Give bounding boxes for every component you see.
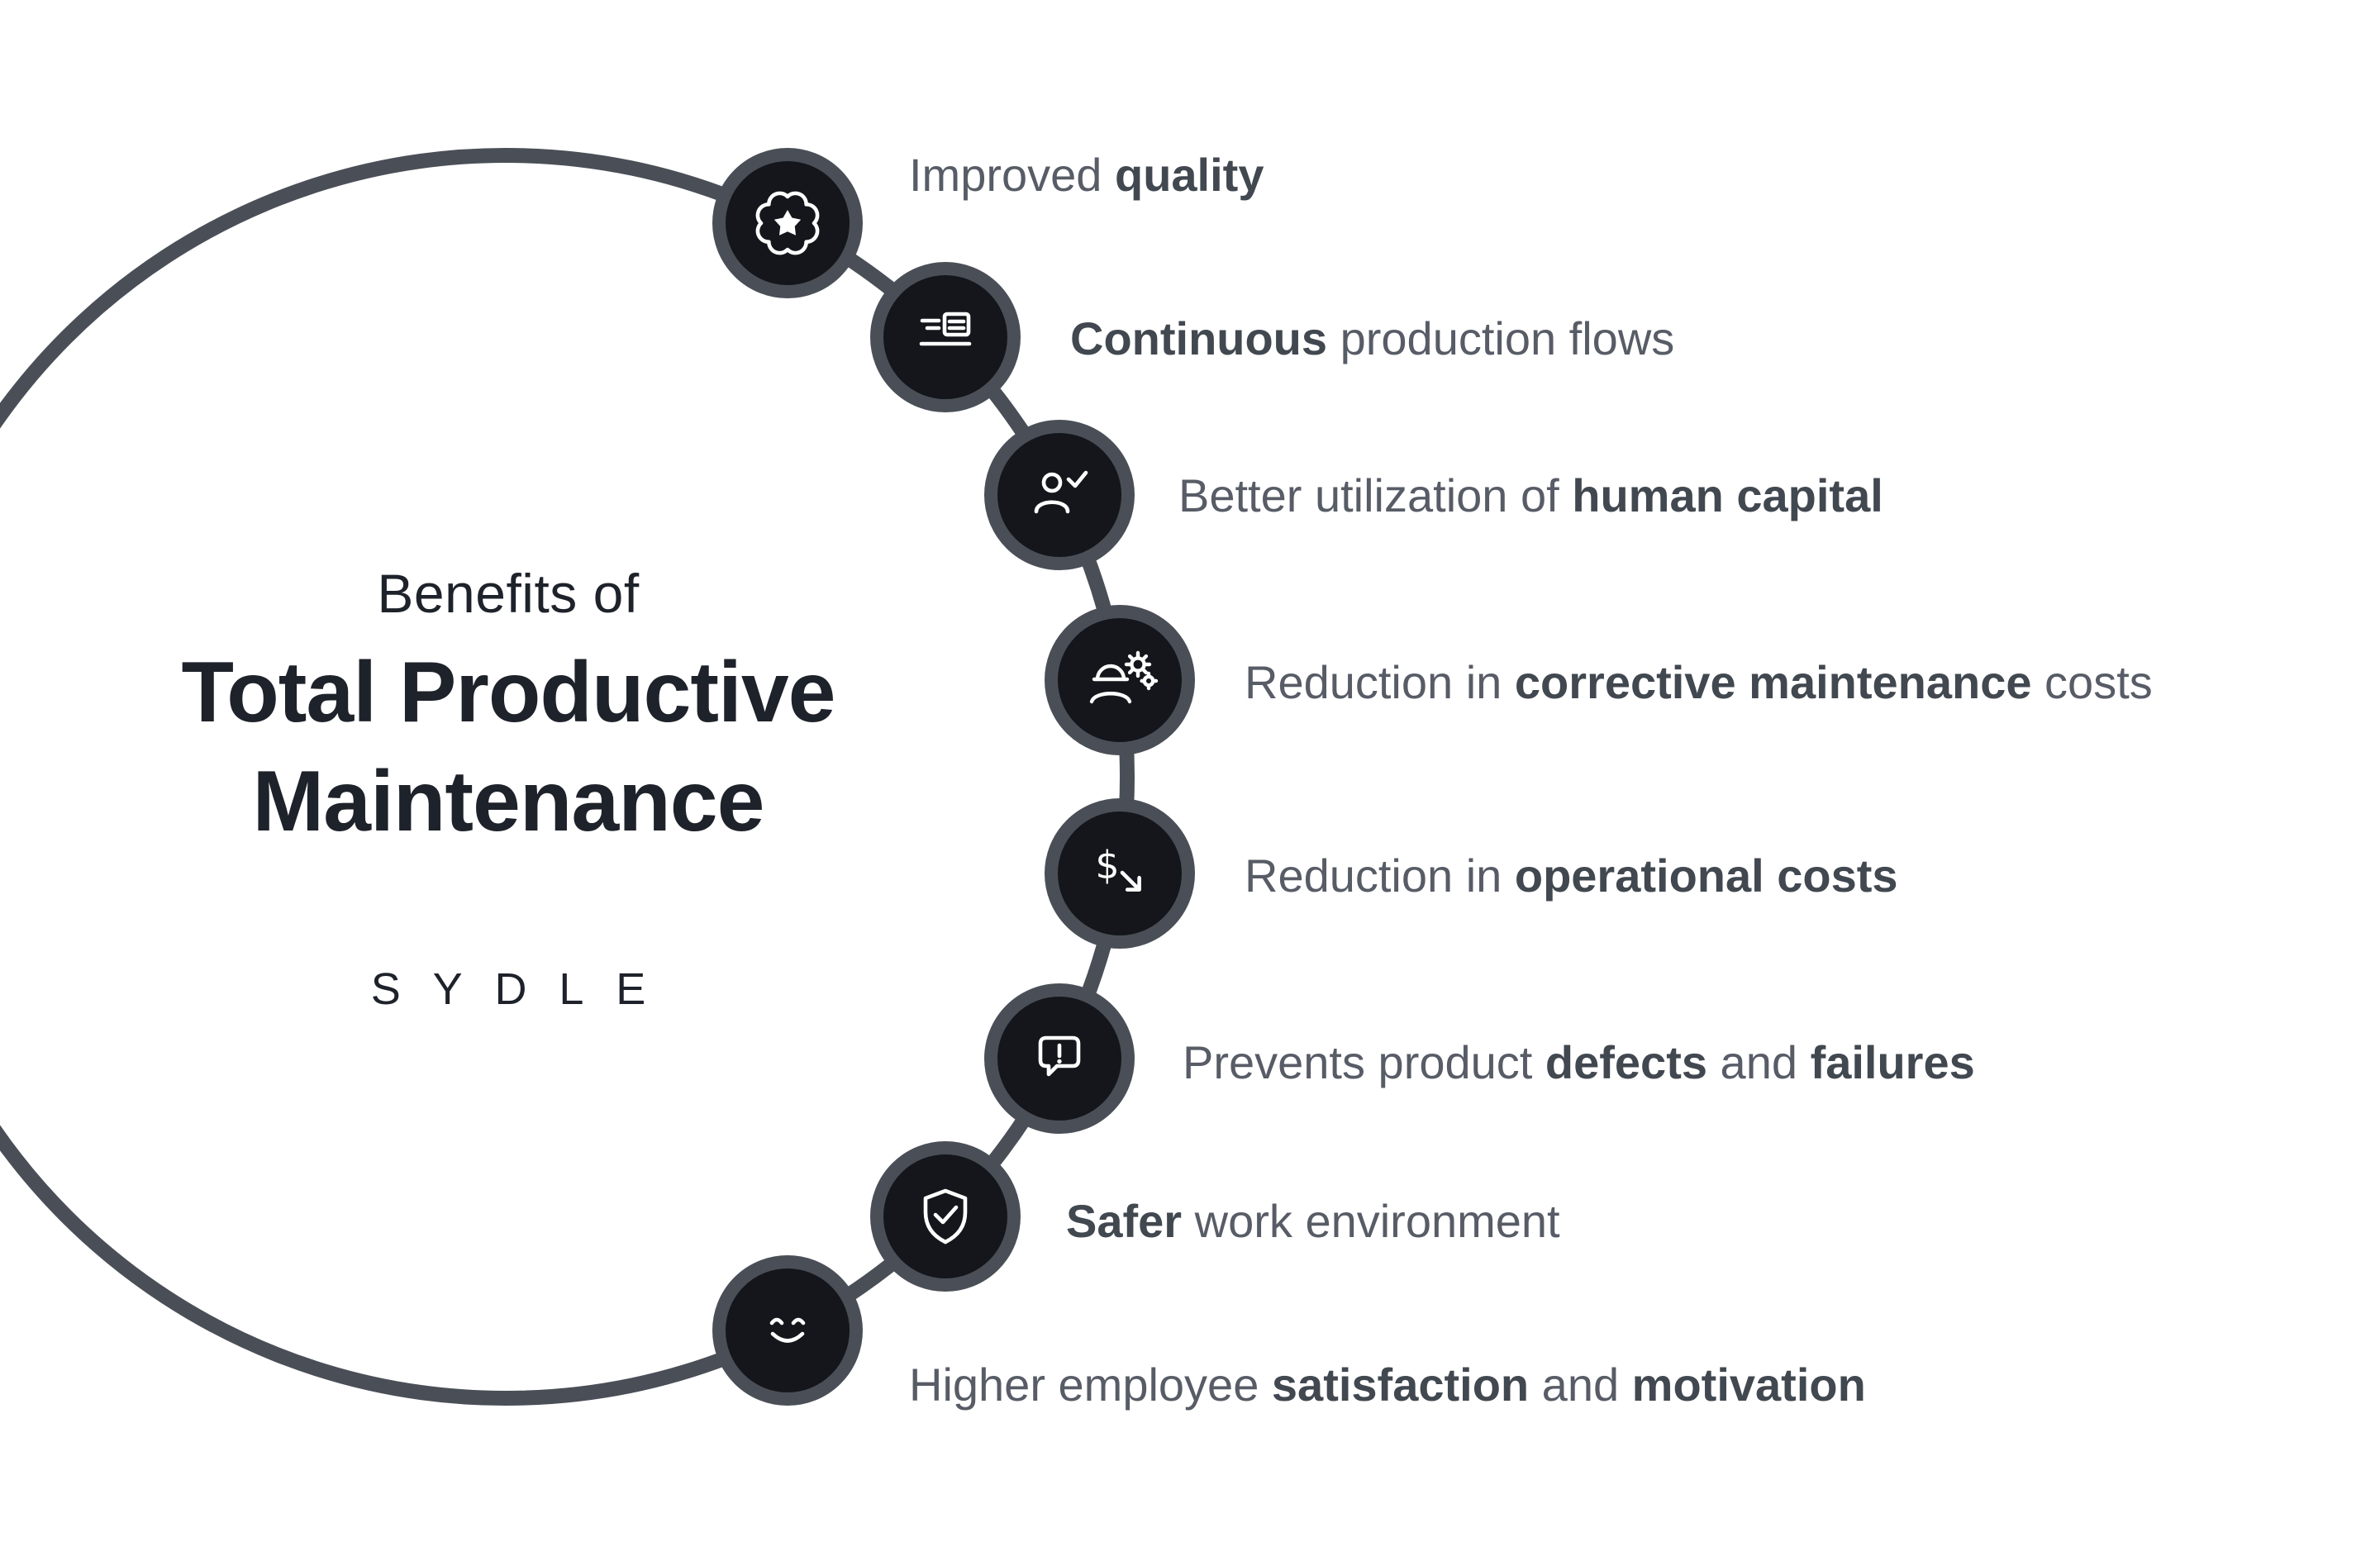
benefit-node-operational-costs: $	[1045, 798, 1195, 949]
label-segment-bold: corrective maintenance	[1514, 656, 2032, 708]
label-segment: and	[1529, 1359, 1632, 1411]
shield-check-icon	[923, 1188, 968, 1245]
alert-bubble-icon	[1038, 1035, 1081, 1077]
title-panel: Benefits of Total Productive Maintenance…	[50, 0, 967, 1542]
label-segment-bold: motivation	[1631, 1359, 1866, 1411]
quality-badge-icon	[755, 191, 820, 255]
label-segment-bold: defects	[1545, 1036, 1707, 1088]
benefit-node-human-capital	[984, 420, 1135, 570]
svg-text:$: $	[1095, 843, 1119, 888]
benefit-label-satisfaction: Higher employee satisfaction and motivat…	[909, 1352, 1866, 1418]
title-line-2: Maintenance	[252, 754, 765, 850]
sydle-logo: SYDLE	[370, 964, 678, 1014]
benefit-node-safety	[870, 1141, 1021, 1292]
label-segment-bold: operational costs	[1514, 850, 1898, 902]
label-segment: Reduction in	[1245, 656, 1515, 708]
label-segment: production flows	[1327, 312, 1675, 364]
label-segment: Improved	[909, 149, 1115, 201]
benefit-label-corrective-maintenance: Reduction in corrective maintenance cost…	[1245, 650, 2153, 716]
benefit-node-satisfaction	[712, 1255, 863, 1406]
production-flow-icon	[919, 312, 972, 346]
label-segment: costs	[2031, 656, 2153, 708]
page-title: Total Productive Maintenance	[50, 638, 967, 856]
benefit-label-human-capital: Better utilization of human capital	[1178, 463, 1883, 529]
label-segment: work environment	[1182, 1195, 1560, 1247]
person-check-icon	[1034, 470, 1088, 514]
benefit-label-operational-costs: Reduction in operational costs	[1245, 843, 1898, 909]
cycle-arc	[0, 148, 1135, 1406]
eyebrow-text: Benefits of	[377, 563, 640, 624]
label-segment-bold: Continuous	[1070, 312, 1328, 364]
label-segment: Prevents product	[1183, 1036, 1545, 1088]
benefit-label-defects-failures: Prevents product defects and failures	[1183, 1030, 1975, 1096]
label-segment: Reduction in	[1245, 850, 1515, 902]
worker-gears-icon	[1089, 650, 1159, 704]
label-segment-bold: failures	[1810, 1036, 1975, 1088]
benefit-label-continuous-flows: Continuous production flows	[1070, 306, 1674, 372]
label-segment: Higher employee	[909, 1359, 1272, 1411]
label-segment-bold: satisfaction	[1271, 1359, 1530, 1411]
benefit-node-continuous-flows	[870, 262, 1021, 412]
dollar-decrease-icon: $	[1095, 843, 1141, 892]
benefit-label-safety: Safer work environment	[1066, 1188, 1560, 1254]
label-segment: and	[1707, 1036, 1811, 1088]
benefit-node-corrective-maintenance	[1045, 605, 1195, 755]
smiley-face-icon	[769, 1317, 806, 1343]
label-segment-bold: human capital	[1572, 469, 1883, 521]
benefit-node-defects-failures	[984, 983, 1135, 1134]
benefit-label-quality: Improved quality	[909, 142, 1264, 208]
benefit-node-quality	[712, 148, 863, 298]
title-line-1: Total Productive	[181, 645, 835, 740]
label-segment: Better utilization of	[1178, 469, 1573, 521]
label-segment-bold: quality	[1115, 149, 1264, 201]
label-segment-bold: Safer	[1066, 1195, 1183, 1247]
